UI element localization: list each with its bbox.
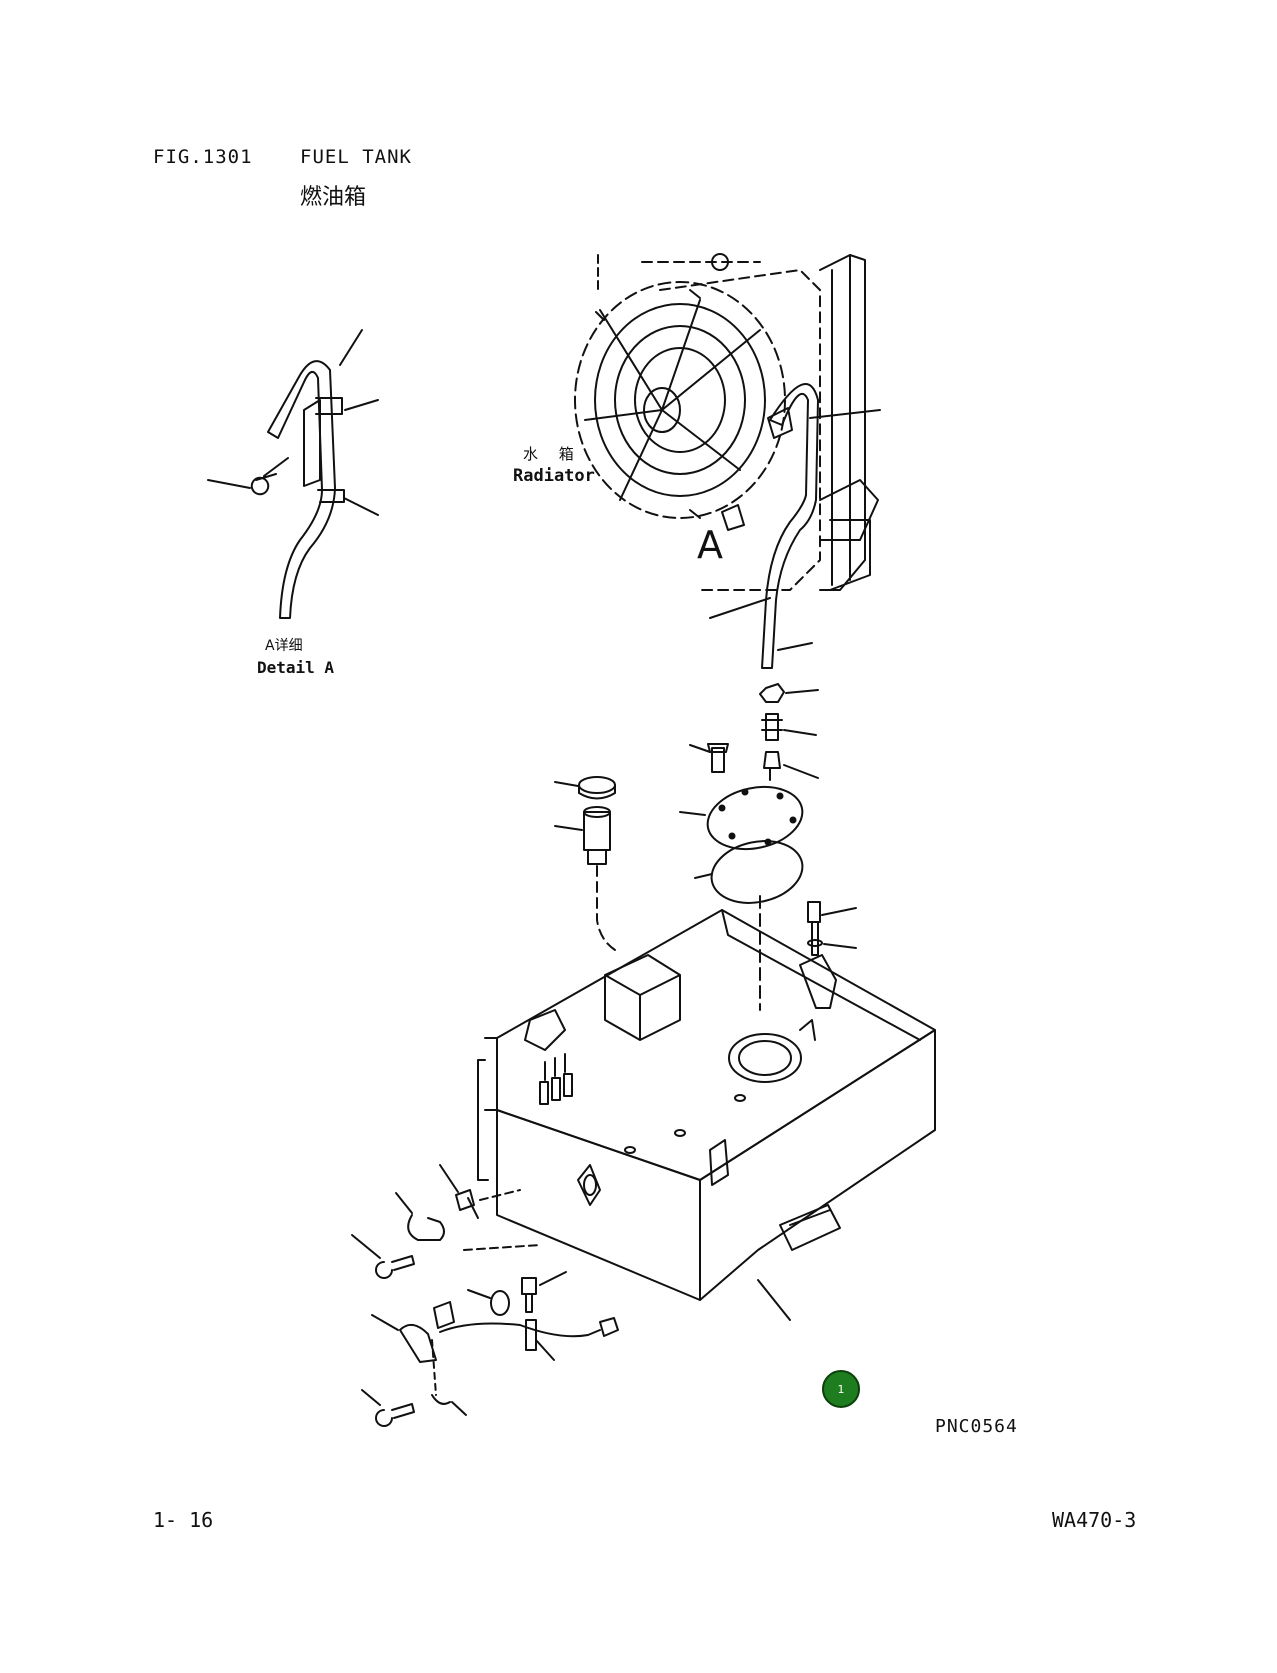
fittings-stack <box>690 684 818 780</box>
drain-boss <box>578 1165 600 1205</box>
detail-a-bolt <box>252 458 288 494</box>
radiator-core <box>660 270 820 590</box>
radiator-assembly <box>575 254 880 668</box>
detail-a-clamp-upper <box>316 398 342 414</box>
drawing-code: PNC0564 <box>935 1416 1018 1437</box>
detail-a-label: Detail A <box>257 658 335 677</box>
filler-neck <box>584 812 610 850</box>
elbow-bolt <box>764 752 780 780</box>
detail-a-hose <box>268 361 335 618</box>
drain-cock <box>526 1320 536 1350</box>
cover-plate <box>702 779 808 858</box>
clamp-bolt-upper <box>456 1190 478 1218</box>
nut <box>760 684 784 702</box>
bolt-left <box>376 1256 414 1278</box>
breather-fitting <box>525 1010 565 1050</box>
sender-box <box>605 955 680 1040</box>
cooling-fan-shroud <box>575 282 785 518</box>
filler-cap <box>579 777 615 793</box>
radiator-frame-right <box>820 255 865 590</box>
page-number: 1- 16 <box>153 1508 214 1532</box>
top-bracket <box>800 955 836 1008</box>
nipple <box>762 714 782 740</box>
filler-cap-assembly <box>555 777 615 950</box>
figure-title-chinese: 燃油箱 <box>300 185 367 210</box>
radiator-drain-plug <box>722 505 744 530</box>
drain-hardware <box>352 1165 618 1426</box>
machine-model: WA470-3 <box>1052 1508 1137 1532</box>
figure-title: FUEL TANK <box>300 146 412 168</box>
tank-top <box>497 910 935 1180</box>
drain-bolt <box>522 1278 536 1312</box>
sender-flange <box>729 1034 801 1082</box>
radiator-label-chinese: 水 箱 <box>523 445 582 463</box>
tank-front-face <box>497 1110 700 1300</box>
drain-hose <box>440 1324 600 1337</box>
cover-plate-assembly <box>680 779 808 1010</box>
tank-right-face <box>700 1030 935 1300</box>
figure-number: FIG.1301 <box>153 146 253 168</box>
detail-a-view <box>208 330 378 618</box>
radiator-label: Radiator <box>513 466 595 486</box>
detail-a-label-chinese: A详细 <box>265 638 303 654</box>
drain-o-ring <box>491 1291 509 1315</box>
fan-hub <box>644 388 680 432</box>
cover-bolt <box>708 744 728 772</box>
detail-a-bracket <box>304 400 320 486</box>
tank-handle <box>780 1205 840 1250</box>
hose-clamp <box>408 1215 444 1240</box>
mount-bolt-assembly <box>808 902 856 955</box>
drain-bracket <box>400 1325 436 1362</box>
tank-top-rim <box>722 910 920 1040</box>
fuel-return-hose-upper <box>762 384 818 668</box>
drain-plug <box>434 1302 454 1328</box>
fuel-tank-body <box>478 910 935 1320</box>
view-a-callout: A <box>697 523 723 567</box>
detail-a-clamp-lower <box>318 490 344 502</box>
cover-gasket <box>706 833 808 911</box>
bolt-lower <box>376 1404 414 1426</box>
hotspot-marker[interactable]: 1 <box>822 1370 860 1408</box>
